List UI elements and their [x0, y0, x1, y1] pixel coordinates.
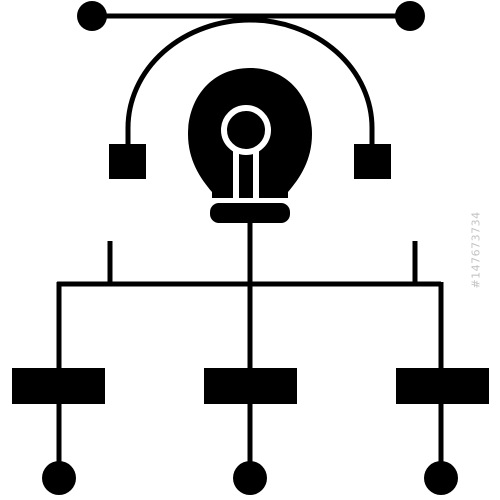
- center-terminal-dot: [233, 461, 267, 495]
- lightbulb-filament-ring: [221, 105, 271, 155]
- right-process-box: [396, 368, 489, 404]
- bezier-node-left-square: [109, 144, 146, 179]
- bezier-anchor-right-dot: [395, 1, 425, 31]
- stock-id-watermark: #147673734: [469, 211, 483, 289]
- lightbulb-glass: [188, 68, 312, 198]
- lightbulb-base: [210, 203, 290, 223]
- center-process-box: [204, 368, 297, 404]
- bezier-anchor-left-dot: [77, 1, 107, 31]
- flowchart-connectors: [56, 222, 444, 475]
- left-process-box: [12, 368, 105, 404]
- flowchart-nodes: [12, 368, 489, 495]
- lightbulb-filament-stem: [233, 150, 259, 198]
- bezier-node-right-square: [354, 144, 391, 179]
- bezier-arch-curve: [125, 17, 375, 148]
- bezier-curve-tool: [77, 1, 425, 179]
- right-terminal-dot: [424, 461, 458, 495]
- left-terminal-dot: [42, 461, 76, 495]
- lightbulb-icon: [188, 68, 312, 223]
